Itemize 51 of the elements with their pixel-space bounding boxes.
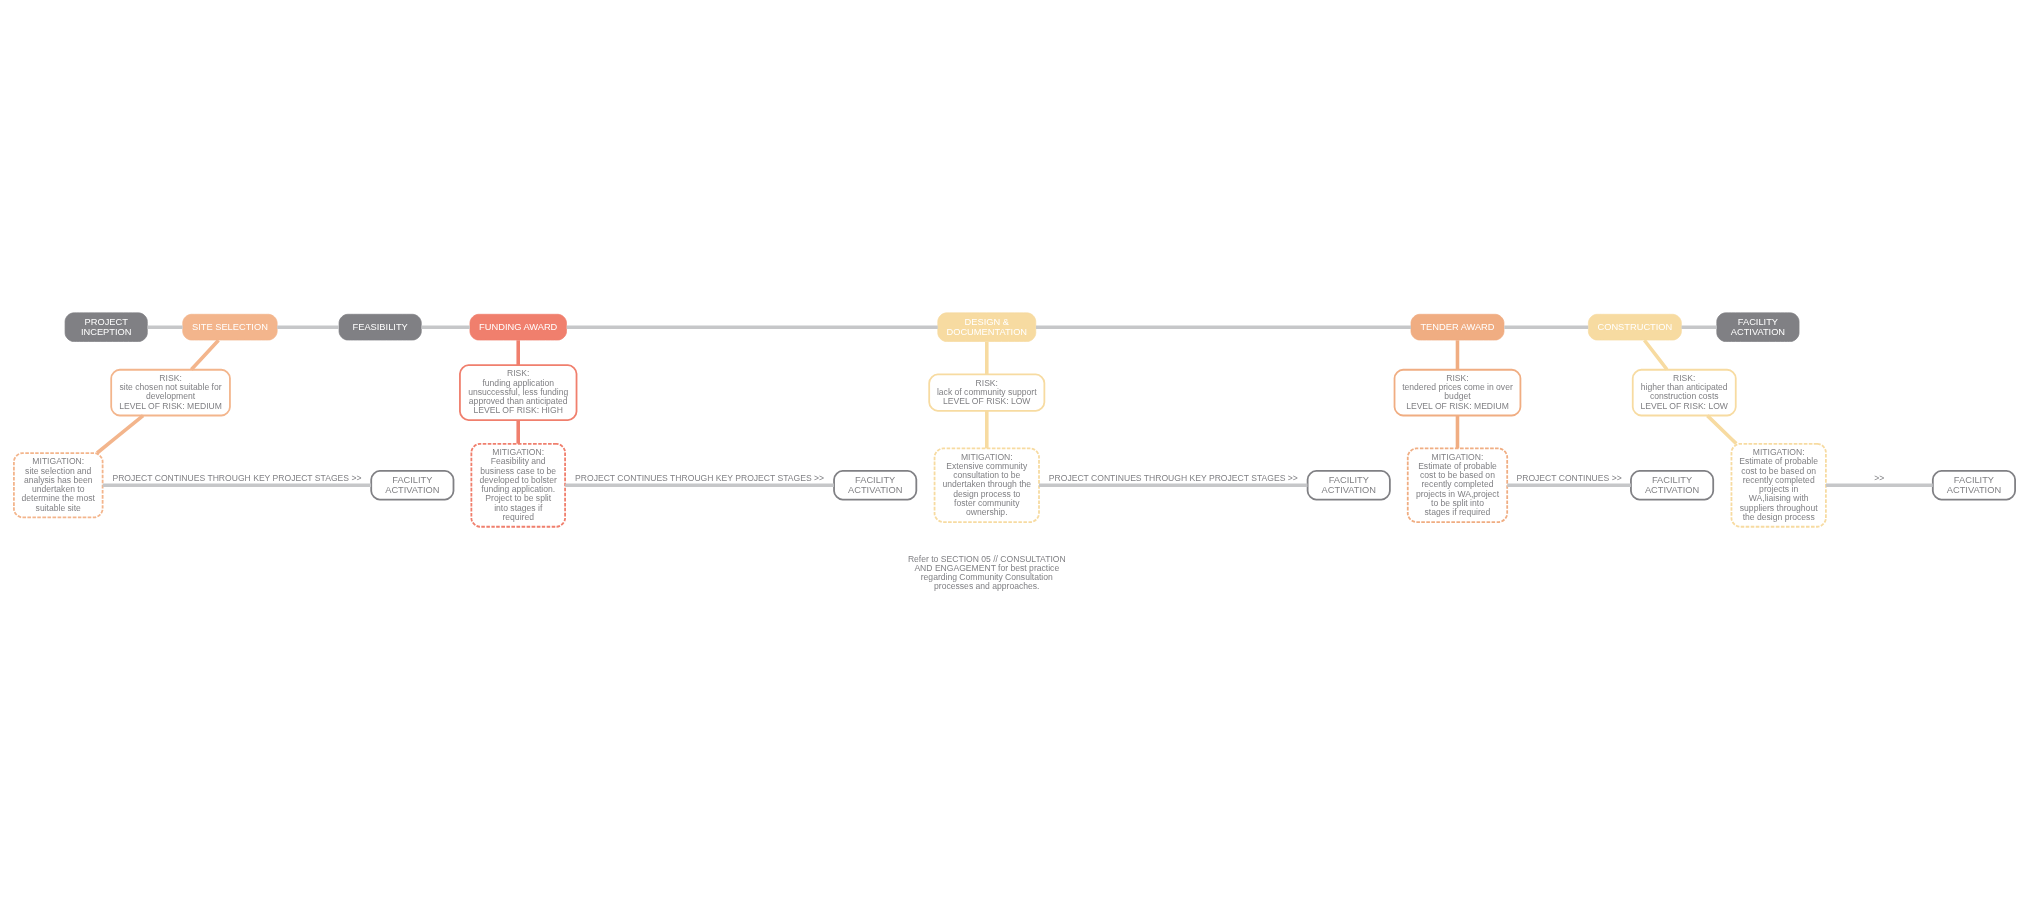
connector <box>1455 415 1460 449</box>
connector <box>147 325 183 329</box>
connector <box>277 325 339 329</box>
edge-label: >> <box>1874 472 1885 483</box>
node-box: FEASIBILITY <box>338 313 422 341</box>
edge-label: PROJECT CONTINUES THROUGH KEY PROJECT STAGES >> <box>112 472 362 483</box>
connector <box>1039 483 1308 488</box>
connector <box>190 339 220 371</box>
connector <box>566 325 938 329</box>
edge-label: PROJECT CONTINUES THROUGH KEY PROJECT STAGES >> <box>575 472 825 483</box>
connector <box>1643 339 1669 371</box>
node-box: MITIGATION: Extensive community consultation to be undertaken through the design process to foster community ownership. <box>933 447 1040 523</box>
node-box: RISK: site chosen not suitable for development LEVEL OF RISK: MEDIUM <box>110 368 231 417</box>
connector <box>1455 340 1460 370</box>
connector <box>96 414 145 455</box>
connector <box>985 410 989 449</box>
node-box: CONSTRUCTION <box>1588 313 1682 341</box>
node-box: RISK: higher than anticipated construction costs LEVEL OF RISK: LOW <box>1631 368 1737 417</box>
node-box: TENDER AWARD <box>1410 313 1505 341</box>
node-box: FACILITY ACTIVATION <box>1716 312 1800 342</box>
node-box: FACILITY ACTIVATION <box>833 470 918 501</box>
node-box: PROJECT INCEPTION <box>64 312 148 342</box>
node-box: FACILITY ACTIVATION <box>370 470 455 501</box>
node-box: DESIGN & DOCUMENTATION <box>937 312 1037 342</box>
node-box: MITIGATION: Estimate of probable cost to be based on recently completed projects in WA,liaising with suppliers throughout the design process <box>1730 442 1827 528</box>
node-box: RISK: tendered prices come in over budget LEVEL OF RISK: MEDIUM <box>1393 368 1522 417</box>
label: Refer to SECTION 05 // CONSULTATION AND ENGAGEMENT for best practice regarding Community Consultation processes and approaches. <box>907 553 1066 592</box>
node-box: MITIGATION: Estimate of probable cost to be based on recently completed projects in WA,project to be split into stages if required <box>1406 447 1509 523</box>
connector <box>1507 483 1631 488</box>
connector <box>1681 325 1717 329</box>
connector <box>421 325 470 329</box>
connector <box>985 341 989 375</box>
node-box: MITIGATION: Feasibility and business case to be developed to bolster funding application. Project to be split into stages if required <box>470 442 566 528</box>
edge-label: PROJECT CONTINUES >> <box>1516 472 1622 483</box>
connector <box>516 340 520 365</box>
node-box: RISK: lack of community support LEVEL OF RISK: LOW <box>928 373 1046 412</box>
edge-label: PROJECT CONTINUES THROUGH KEY PROJECT STAGES >> <box>1048 472 1298 483</box>
node-box: SITE SELECTION <box>182 313 278 341</box>
connector <box>516 420 520 444</box>
node-box: FACILITY ACTIVATION <box>1630 470 1715 501</box>
connector <box>1706 414 1738 445</box>
node-box: FUNDING AWARD <box>469 313 567 341</box>
connector <box>1504 325 1589 329</box>
node-box: FACILITY ACTIVATION <box>1306 470 1391 501</box>
node-box: RISK: funding application unsuccessful, less funding approved than anticipated LEVEL OF RISK: HIGH <box>459 364 578 422</box>
connector <box>565 483 834 488</box>
node-box: MITIGATION: site selection and analysis has been undertaken to determine the most suitable site <box>13 452 104 519</box>
connector <box>1035 325 1411 329</box>
node-box: FACILITY ACTIVATION <box>1931 470 2016 501</box>
connector <box>1825 483 1933 488</box>
connector <box>102 483 372 488</box>
